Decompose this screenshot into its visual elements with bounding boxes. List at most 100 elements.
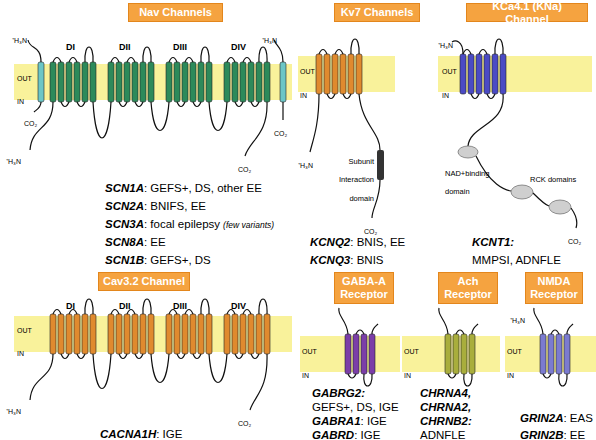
gene-name: GABRD — [312, 429, 354, 440]
cav-channel — [224, 299, 270, 359]
label-line: CO₂ — [238, 158, 251, 176]
kca-channel — [452, 41, 577, 228]
header-box: KCa4.1 (KNa) Channel — [466, 3, 588, 22]
label-line: KCNT1: — [472, 232, 514, 250]
membrane-band — [298, 56, 395, 92]
label-line: ⁺H₃N — [262, 29, 277, 47]
receptor-subunit — [439, 308, 478, 386]
label-line: OUT — [302, 340, 317, 358]
label-line: GABRD: IGE — [312, 425, 380, 440]
annotation-text: NAD+binding domain — [445, 169, 489, 196]
label-line: SCN1A: GEFS+, DS, other EE — [105, 178, 262, 196]
label-line: IN — [17, 90, 24, 108]
receptor-subunit — [534, 308, 573, 386]
annotation-text: CO₂ — [568, 238, 581, 245]
label-line: OUT — [404, 340, 419, 358]
label-line: GABRG2: — [312, 383, 365, 401]
label-line: ⁺H₃N — [6, 400, 21, 418]
label-line: CHRNB2: — [420, 411, 472, 429]
header-text: Kv7 Channels — [341, 6, 414, 19]
annotation-text: : GEFS+, DS — [144, 254, 211, 266]
gene-name: CHRNA4, — [420, 387, 471, 399]
annotation-text: ⁺H₃N — [12, 37, 27, 44]
label-line: IN — [300, 84, 307, 102]
annotation-text: GEFS+, DS, IGE — [312, 401, 399, 413]
label-line: GRIN2A: EAS — [520, 408, 593, 426]
gene-name: KCNQ3 — [310, 254, 350, 266]
label-line: DIII — [173, 36, 187, 54]
gene-name: GRIN2B — [520, 429, 563, 440]
annotation-text: CO₂ — [274, 130, 287, 137]
annotation-text: Subunit Interaction domain — [339, 157, 374, 203]
label-line: IN — [442, 84, 449, 102]
label-line: IN — [404, 364, 411, 382]
annotation-text: OUT — [404, 348, 419, 355]
annotation-text: RCK domains — [530, 175, 576, 184]
receptor-subunit — [339, 308, 378, 386]
annotation-text: : IGE — [156, 428, 182, 440]
label-line: CHRNA4, — [420, 383, 471, 401]
label-line: ⁺H₃N — [6, 150, 21, 168]
annotation-text: IN — [17, 350, 24, 357]
annotation-text: OUT — [442, 68, 457, 75]
label-line: GABRA1: IGE — [312, 411, 387, 429]
label-line: GEFS+, DS, IGE — [312, 397, 399, 415]
label-line: ⁺H₃N — [510, 309, 525, 327]
annotation-text: DIII — [173, 301, 187, 311]
annotation-text: DIV — [231, 42, 246, 52]
annotation-text: IN — [300, 92, 307, 99]
annotation-text: CO₂ — [364, 228, 377, 235]
label-line: IN — [17, 342, 24, 360]
label-line: DIV — [231, 36, 246, 54]
membrane-band — [14, 56, 596, 372]
label-line: ⁺H₃N — [298, 154, 313, 172]
label-line: OUT — [17, 67, 32, 85]
annotation-text: IN — [442, 92, 449, 99]
annotation-text: DII — [119, 42, 131, 52]
gene-name: SCN1B — [105, 254, 144, 266]
header-text: NMDA Receptor — [528, 275, 580, 301]
nav-channel — [50, 47, 96, 107]
label-line: SCN8A: EE — [105, 232, 166, 250]
label-line: RCK domains — [530, 168, 580, 186]
annotation-text: : BNIFS, EE — [144, 200, 206, 212]
header-box: Kv7 Channels — [334, 3, 420, 22]
label-line: SCN2A: BNIFS, EE — [105, 196, 206, 214]
label-line: OUT — [442, 60, 457, 78]
annotation-text: : BNIS, EE — [350, 236, 405, 248]
nav-channel — [224, 47, 270, 107]
label-line: CACNA1H: IGE — [100, 424, 182, 440]
annotation-text: IN — [17, 98, 24, 105]
gene-name: CHRNB2: — [420, 415, 472, 427]
label-line: DII — [119, 295, 131, 313]
annotation-text: DIII — [173, 42, 187, 52]
gene-name: SCN1A — [105, 182, 144, 194]
label-line: DI — [66, 36, 75, 54]
annotation-text: : EAS — [563, 412, 592, 424]
kca-channel — [458, 146, 478, 158]
cav-channel — [30, 354, 267, 410]
header-box: Nav Channels — [128, 3, 223, 22]
gene-name: GABRG2: — [312, 387, 365, 399]
label-line: ⁺H₃N — [12, 29, 27, 47]
label-line: OUT — [17, 319, 32, 337]
gene-name: GABRA1 — [312, 415, 361, 427]
label-line: CHRNA2, — [420, 397, 471, 415]
annotation-text: CO₂ — [238, 166, 251, 173]
label-line: SCN3A: focal epilepsy(few variants) — [105, 214, 274, 232]
kca-channel — [460, 39, 506, 99]
annotation-text: DI — [66, 42, 75, 52]
header-box: Ach Receptor — [438, 272, 498, 304]
annotation-text: : IGE — [354, 429, 380, 440]
header-box: Cav3.2 Channel — [98, 272, 190, 291]
annotation-text: OUT — [302, 348, 317, 355]
annotation-text: ⁺H₃N — [6, 158, 21, 165]
annotation-text: ⁺H₃N — [262, 37, 277, 44]
annotation-text: DI — [66, 301, 75, 311]
header-text: Nav Channels — [139, 6, 212, 19]
cav-channel — [50, 299, 96, 359]
label-line: DIV — [231, 295, 246, 313]
kca-channel — [452, 39, 577, 228]
